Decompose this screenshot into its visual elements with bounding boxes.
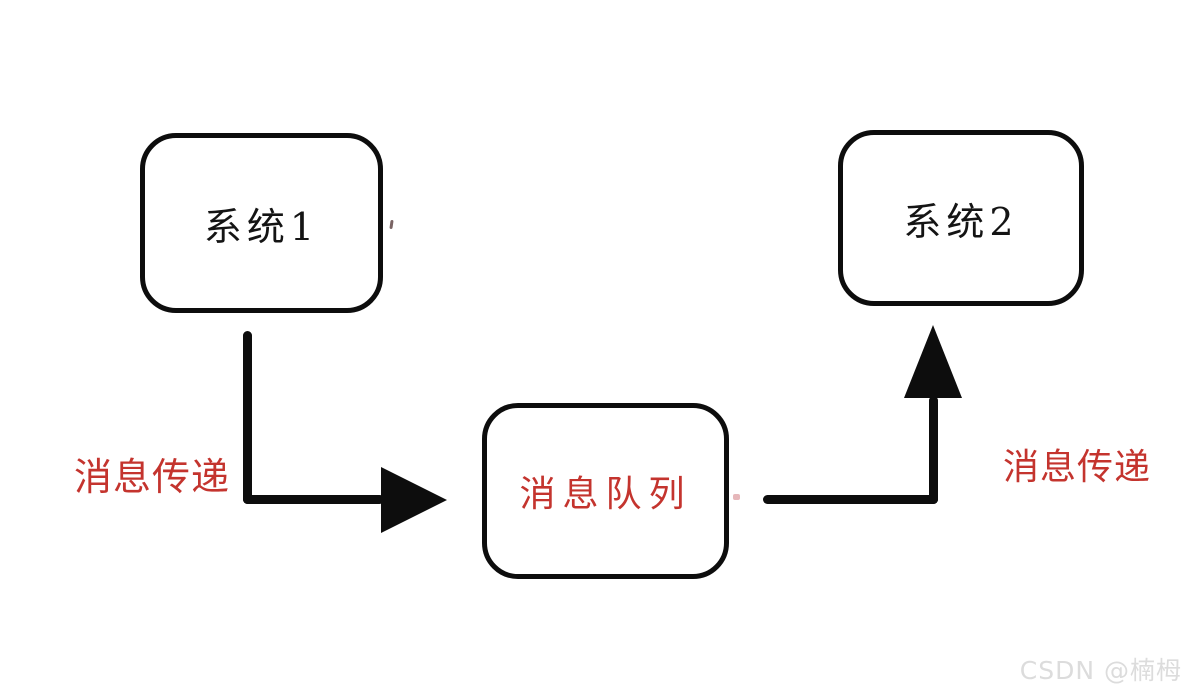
edge1-vertical-segment xyxy=(243,331,252,504)
edge2-label: 消息传递 xyxy=(1003,447,1152,488)
edge2-horizontal-segment xyxy=(763,495,938,504)
edge1-horizontal-segment xyxy=(243,495,384,504)
system1-label: 系统1 xyxy=(203,204,320,249)
stray-pen-mark xyxy=(389,219,394,230)
edge2-vertical-segment xyxy=(929,396,938,504)
arrowhead-right-icon xyxy=(381,467,447,533)
edge1-label: 消息传递 xyxy=(74,455,231,499)
stray-pen-mark xyxy=(733,494,740,500)
arrowhead-up-icon xyxy=(904,325,962,398)
message-queue-node: 消息队列 xyxy=(482,403,729,579)
system2-node: 系统2 xyxy=(838,130,1084,306)
system2-label: 系统2 xyxy=(903,199,1019,244)
message-queue-label: 消息队列 xyxy=(519,474,692,515)
system1-node: 系统1 xyxy=(140,133,383,313)
watermark: CSDN @楠栂 xyxy=(1019,656,1182,685)
